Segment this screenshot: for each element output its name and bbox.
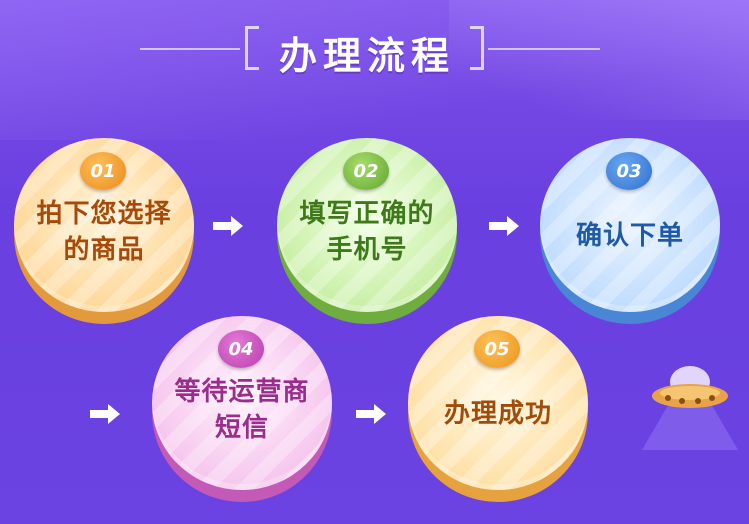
step-label-line2: 的商品 <box>14 232 194 268</box>
step-2: 02 填写正确的 手机号 <box>277 138 457 318</box>
step-number-badge: 03 <box>606 152 652 190</box>
step-label: 填写正确的 手机号 <box>277 196 457 268</box>
step-label-line1: 填写正确的 <box>277 196 457 232</box>
page-title: 办理流程 <box>262 25 472 80</box>
step-number-badge: 04 <box>218 330 264 368</box>
arrow-right-icon <box>211 214 245 238</box>
step-number-badge: 05 <box>474 330 520 368</box>
step-number-badge: 02 <box>343 152 389 190</box>
step-label-line1: 等待运营商 <box>152 374 332 410</box>
step-label-line2: 手机号 <box>277 232 457 268</box>
step-label: 确认下单 <box>540 218 720 254</box>
step-number-badge: 01 <box>80 152 126 190</box>
step-3: 03 确认下单 <box>540 138 720 318</box>
title-decor-line <box>140 48 240 50</box>
title-bracket-right <box>470 26 484 70</box>
arrow-right-icon <box>88 402 122 426</box>
step-label-line2: 短信 <box>152 410 332 446</box>
step-label: 拍下您选择 的商品 <box>14 196 194 268</box>
arrow-right-icon <box>354 402 388 426</box>
arrow-right-icon <box>487 214 521 238</box>
title-decor-line <box>488 48 600 50</box>
step-label: 等待运营商 短信 <box>152 374 332 446</box>
title-bracket-left <box>245 26 259 70</box>
step-label-line1: 拍下您选择 <box>14 196 194 232</box>
ufo-icon <box>640 360 740 450</box>
header: 办理流程 <box>0 18 749 78</box>
step-4: 04 等待运营商 短信 <box>152 316 332 496</box>
step-5: 05 办理成功 <box>408 316 588 496</box>
step-label: 办理成功 <box>408 396 588 432</box>
step-1: 01 拍下您选择 的商品 <box>14 138 194 318</box>
